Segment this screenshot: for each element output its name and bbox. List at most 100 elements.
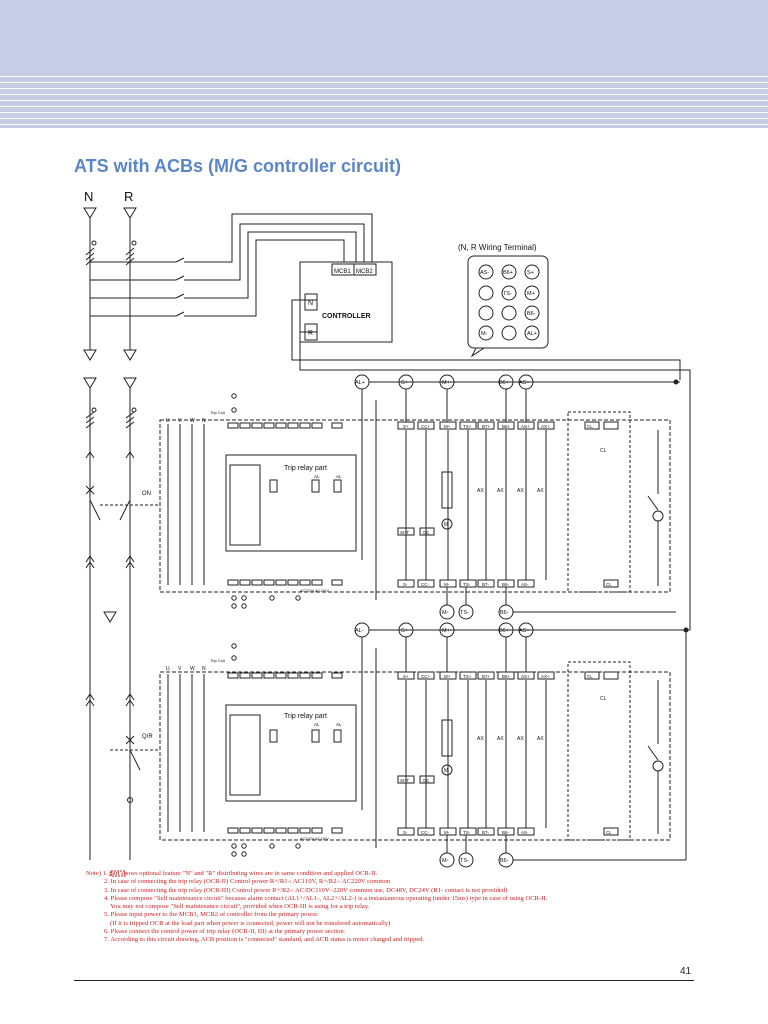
svg-text:R: R [308,330,313,337]
acb2-optional-zone [567,661,631,841]
svg-text:CL: CL [587,674,593,679]
svg-text:CC+: CC+ [421,674,430,679]
svg-text:B7+: B7+ [482,424,491,429]
acb1-shunt-box [397,527,415,536]
acb2-term-row-bottom [227,827,343,834]
svg-text:CL: CL [600,448,607,454]
svg-text:M-: M- [442,610,449,616]
acb2-switch-label: Q/R [142,734,153,740]
footer-rule [74,980,694,981]
svg-text:AX: AX [497,488,504,494]
controller-label: CONTROLLER [322,313,371,320]
svg-text:TS+: TS+ [463,424,472,429]
svg-text:AL+: AL+ [527,331,537,337]
svg-text:N: N [202,418,206,424]
svg-text:B6-: B6- [502,582,510,587]
note-5: 5. Please input power to the MCB1, MCB2 … [104,911,319,919]
optional-feature-marker [110,870,126,877]
acb2-shunt-box [397,775,415,784]
svg-text:AS-: AS- [521,582,529,587]
svg-text:AS+: AS+ [521,424,530,429]
note-2: 2. In case of connecting the trip relay … [104,878,391,886]
svg-text:TS-: TS- [463,582,471,587]
svg-text:M: M [444,768,448,774]
svg-text:W: W [190,666,195,672]
svg-text:M-: M- [444,582,450,587]
note-3: 3. In case of connecting the trip relay … [104,886,508,894]
acb2-trip-label: Trip relay part [284,713,327,720]
svg-text:AS-: AS- [480,270,489,276]
svg-text:M+: M+ [444,674,451,679]
source-r-arrow [123,207,137,219]
acb1-switch-label: ON [142,491,151,497]
mcb1-label: MCB1 [334,269,351,275]
acb2-control-bottom [397,827,535,836]
svg-text:M-: M- [481,331,488,337]
svg-text:S+: S+ [401,380,408,386]
svg-text:B6-: B6- [500,610,509,616]
svg-text:TS-: TS- [463,830,471,835]
svg-text:CL: CL [600,696,607,702]
acb2-cc-box [419,775,435,784]
svg-text:TS-: TS- [503,291,512,297]
note-4: 4. Please compose "Self maintenance circ… [104,894,548,902]
controller-box [299,261,393,343]
page-title: ATS with ACBs (M/G controller circuit) [74,156,402,176]
terminal-grid [478,264,540,341]
svg-text:M+: M+ [442,380,450,386]
svg-text:AX: AX [477,736,484,742]
svg-text:M+: M+ [444,424,451,429]
svg-text:Trip Coil: Trip Coil [210,658,225,663]
svg-text:N: N [202,666,206,672]
acb2-motor [441,764,453,776]
source-n-label: N [84,189,93,204]
svg-text:AC220V AC110V: AC220V AC110V [300,589,329,593]
acb1-optional-zone [567,411,631,593]
svg-text:AX: AX [537,488,544,494]
note-1: Note) 1. part shows optional feature "N"… [86,870,378,877]
svg-text:S+: S+ [403,424,409,429]
notes-list: Note) 1. part shows optional feature "N"… [86,870,706,945]
svg-text:M+: M+ [442,628,450,634]
svg-text:CC+: CC+ [421,424,430,429]
svg-text:AS-: AS- [521,830,529,835]
note-7: 7. According to this circuit drawing, AC… [104,936,425,944]
svg-text:TS-: TS- [460,610,469,616]
svg-text:M-: M- [444,830,450,835]
svg-text:W: W [190,418,195,424]
svg-text:M-: M- [442,858,449,864]
svg-text:AC220V AC110V: AC220V AC110V [300,837,329,841]
svg-text:AX: AX [497,736,504,742]
svg-text:SHT: SHT [400,778,409,783]
svg-text:N: N [308,300,313,307]
terminal-panel-title: (N, R Wiring Terminal) [458,243,537,252]
svg-text:M: M [444,522,448,528]
svg-text:B6-: B6- [502,830,510,835]
svg-text:TS-: TS- [460,858,469,864]
svg-text:S-: S- [403,830,408,835]
svg-text:AX+: AX+ [541,674,550,679]
svg-text:M+: M+ [527,291,535,297]
svg-text:CC-: CC- [421,830,429,835]
controller-n-box [304,293,318,311]
svg-text:SHT: SHT [400,530,409,535]
svg-text:AL-: AL- [355,628,364,634]
svg-text:S-: S- [403,582,408,587]
svg-text:S+: S+ [527,270,534,276]
svg-text:B7+: B7+ [482,674,491,679]
mcb2-box [353,263,377,276]
svg-text:B6+: B6+ [502,424,511,429]
svg-text:V: V [178,666,182,672]
source-n-arrow [83,207,97,219]
svg-text:AX: AX [537,736,544,742]
svg-text:AX: AX [477,488,484,494]
acb2-trip-relay [225,704,357,802]
acb1-term-row-bottom [227,579,343,586]
svg-text:AX+: AX+ [541,424,550,429]
svg-text:CL: CL [587,424,593,429]
svg-text:CC: CC [423,778,430,783]
svg-text:CL: CL [606,582,612,587]
svg-text:CC-: CC- [421,582,429,587]
acb1-term-row-top [227,422,343,429]
svg-text:V: V [178,418,182,424]
